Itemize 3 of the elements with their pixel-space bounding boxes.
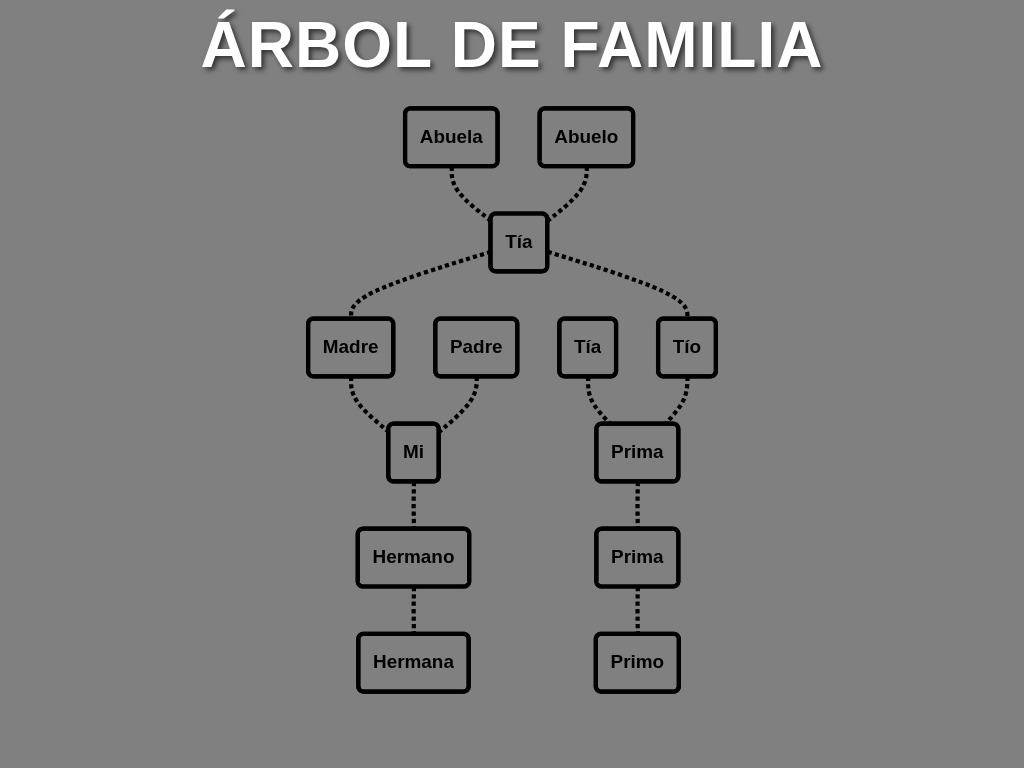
connector [635,587,640,635]
connector [411,587,417,635]
title: ÁRBOL DE FAMILIA [199,8,825,82]
